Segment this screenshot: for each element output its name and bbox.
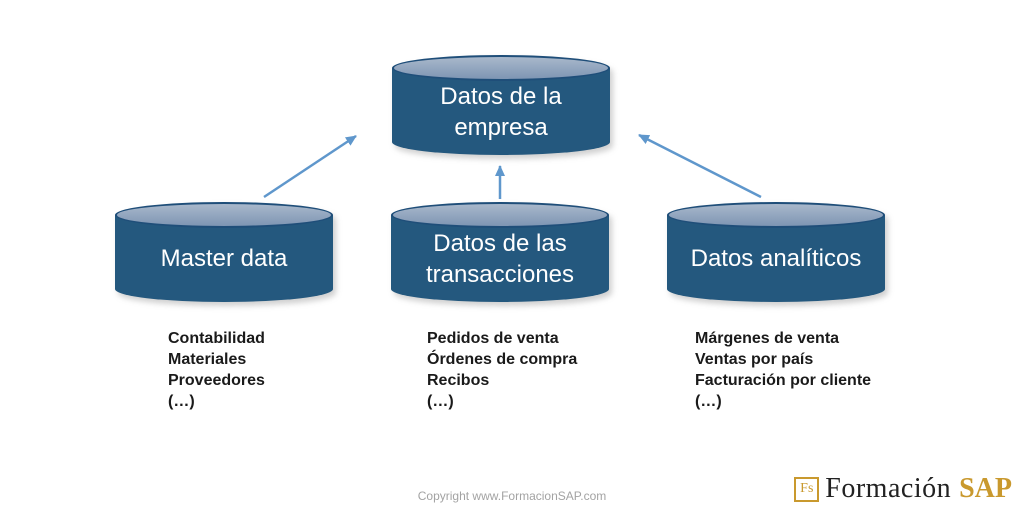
list-item: (…) — [168, 393, 195, 410]
cylinder-top-face — [391, 202, 609, 228]
cylinder-label: Datos de la empresa — [392, 81, 610, 143]
arrow-master-to-empresa-icon — [263, 134, 357, 199]
cylinder-label-line: empresa — [454, 113, 548, 141]
analiticos-item-list: Márgenes de venta Ventas por país Factur… — [695, 328, 871, 412]
transacciones-item-list: Pedidos de venta Órdenes de compra Recib… — [427, 328, 577, 412]
copyright-text: Copyright www.FormacionSAP.com — [417, 489, 607, 503]
list-item: (…) — [427, 393, 454, 410]
cylinder-label: Master data — [115, 243, 333, 274]
cylinder-body: Datos analíticos — [667, 215, 885, 302]
list-item: Márgenes de venta — [695, 330, 840, 347]
list-item: Recibos — [427, 372, 490, 389]
list-item: Pedidos de venta — [427, 330, 559, 347]
list-item: Facturación por cliente — [695, 372, 872, 389]
cylinder-label-line: Master data — [160, 245, 288, 272]
fs-logo-icon: Fs — [794, 476, 820, 502]
list-item: Ventas por país — [695, 351, 814, 368]
cylinder-label-line: Datos analíticos — [690, 245, 862, 272]
cylinder-label-line: transacciones — [425, 260, 575, 288]
list-item: Contabilidad — [168, 330, 265, 347]
cylinder-master-data: Master data — [115, 202, 333, 302]
cylinder-datos-empresa: Datos de la empresa — [392, 55, 610, 155]
cylinder-analiticos: Datos analíticos — [667, 202, 885, 302]
list-item: Materiales — [168, 351, 247, 368]
cylinder-transacciones: Datos de las transacciones — [391, 202, 609, 302]
cylinder-body: Datos de las transacciones — [391, 215, 609, 302]
cylinder-label: Datos de las transacciones — [391, 228, 609, 290]
list-item: (…) — [695, 393, 722, 410]
cylinder-label: Datos analíticos — [667, 243, 885, 274]
logo-suffix: SAP — [959, 473, 1012, 504]
cylinder-top-face — [115, 202, 333, 228]
master-data-item-list: Contabilidad Materiales Proveedores (…) — [168, 328, 265, 412]
cylinder-label-line: Datos de las — [433, 229, 567, 257]
cylinder-body: Master data — [115, 215, 333, 302]
cylinder-label-line: Datos de la — [440, 82, 562, 110]
logo-name: Formación — [825, 473, 952, 504]
arrow-analiticos-to-empresa-icon — [638, 133, 762, 199]
cylinder-top-face — [667, 202, 885, 228]
cylinder-body: Datos de la empresa — [392, 68, 610, 155]
formacionsap-logo: Fs Formación SAP — [794, 473, 1012, 505]
list-item: Órdenes de compra — [427, 351, 578, 368]
list-item: Proveedores — [168, 372, 265, 389]
cylinder-top-face — [392, 55, 610, 81]
